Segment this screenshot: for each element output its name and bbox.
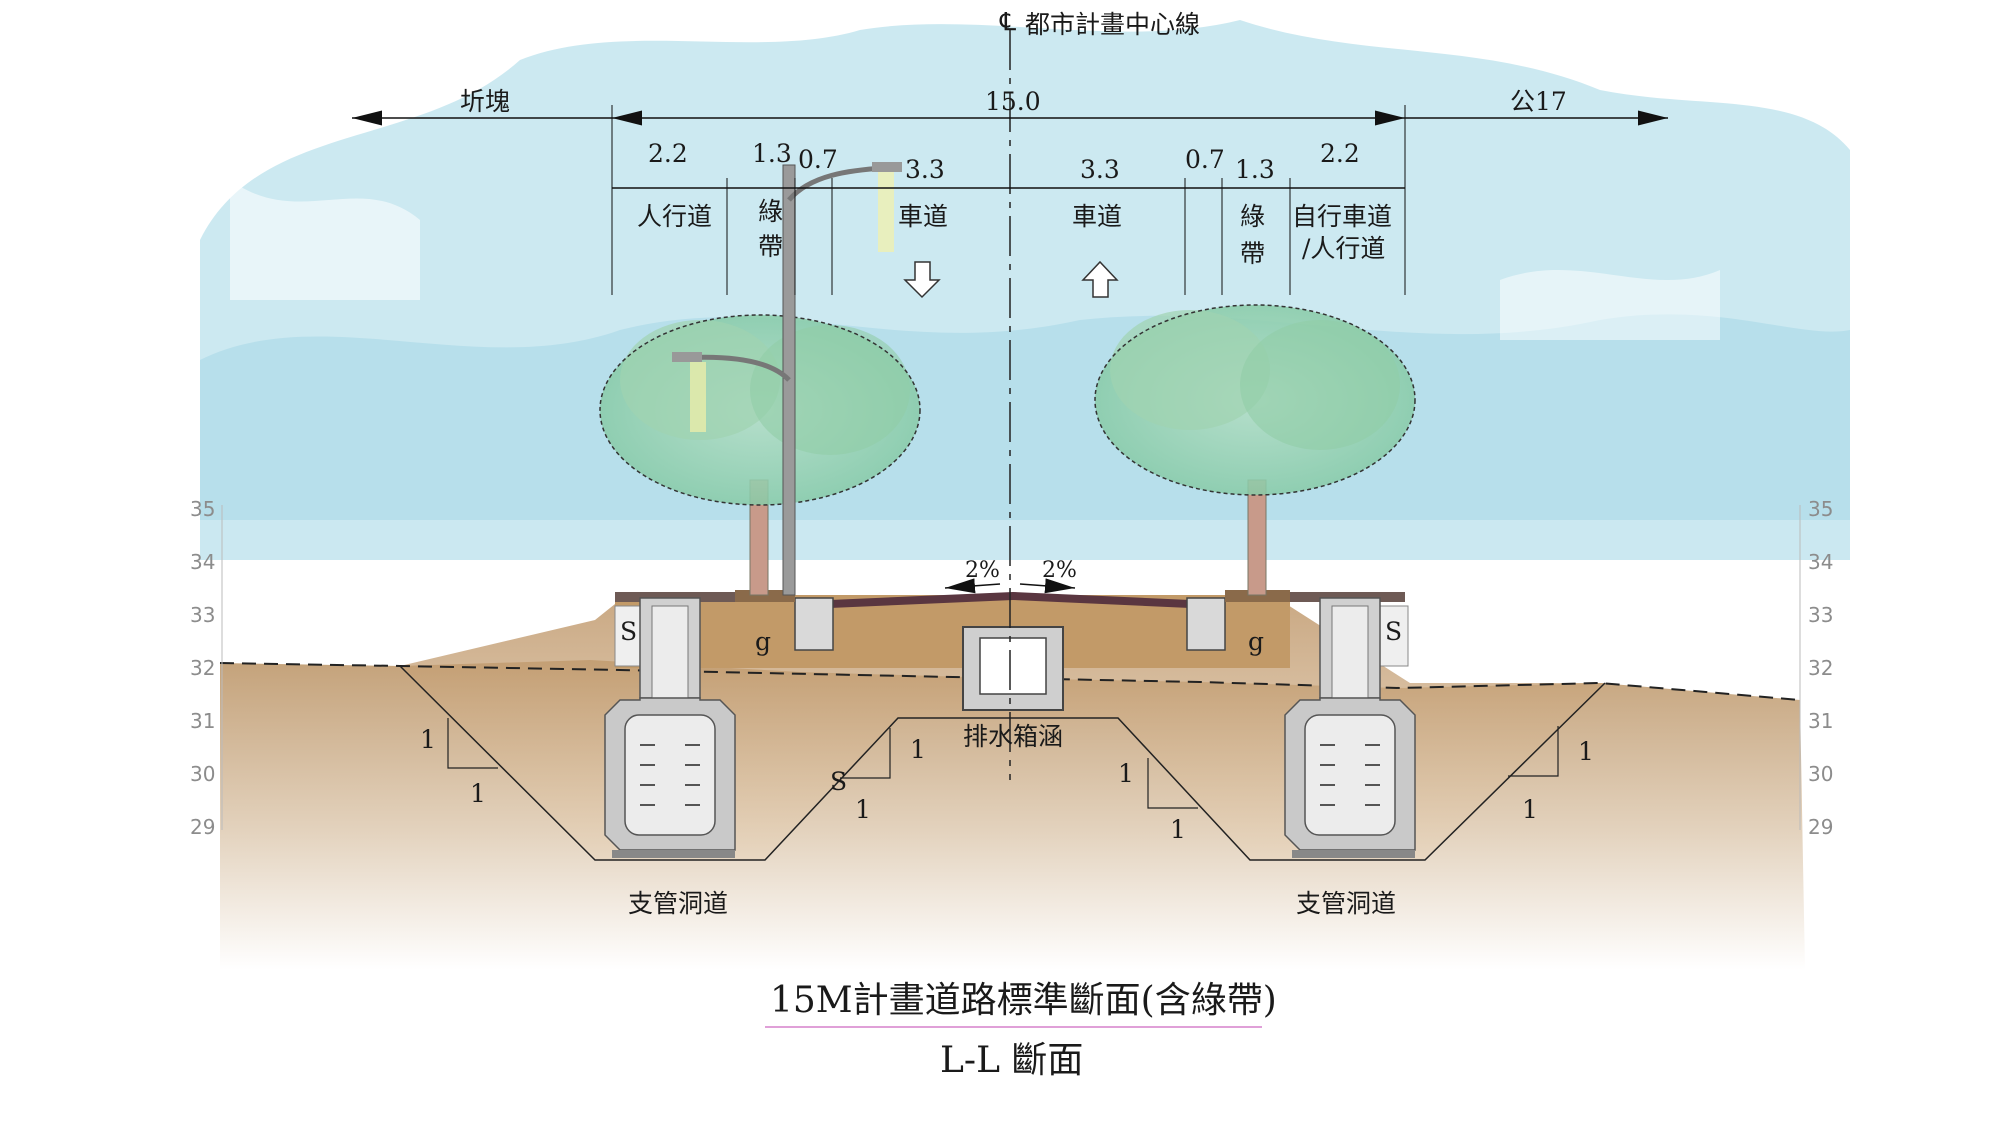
utility-tunnel-right	[1284, 597, 1416, 858]
slope-ratio-run-2: 1	[855, 795, 871, 824]
green-mark-right: g	[1248, 627, 1264, 656]
box-culvert-label: 排水箱涵	[963, 722, 1063, 751]
segment-8-label-line2: /人行道	[1302, 234, 1385, 263]
centerline-label: 都市計畫中心線	[1025, 10, 1200, 39]
elev-left-30: 30	[190, 762, 215, 786]
slope-left: 2%	[965, 558, 1000, 583]
left-gutter	[794, 597, 834, 651]
slope-ratio-run-4: 1	[1522, 795, 1538, 824]
slope-ratio-rise-4: 1	[1578, 737, 1594, 766]
segment-8-value: 2.2	[1320, 139, 1360, 168]
segment-2-label-line1: 綠	[758, 197, 783, 226]
elev-left-35: 35	[190, 497, 215, 521]
street-lamp	[672, 162, 902, 596]
drawing-subtitle: L-L 斷面	[940, 1040, 1083, 1081]
segment-dimensions: 2.2 1.3 0.7 3.3 3.3 0.7 1.3 2.2 人行道 綠 帶 …	[612, 139, 1405, 295]
slope-ratio-markers: 1 1 1 1 1 1 1 1	[420, 718, 1594, 844]
slope-ratio-run-3: 1	[1170, 815, 1186, 844]
left-sidewalk-slab	[615, 592, 735, 602]
centerline-symbol: ℄	[999, 7, 1016, 36]
slope-ratio-rise-1: 1	[420, 725, 436, 754]
elev-left-32: 32	[190, 656, 215, 680]
segment-7-label-line2: 帶	[1240, 239, 1265, 268]
slope-marker: S	[830, 767, 847, 796]
segment-7-value: 1.3	[1235, 155, 1275, 184]
slope-ratio-rise-2: 1	[910, 735, 926, 764]
utility-tunnel-left	[604, 597, 736, 858]
total-width: 15.0	[985, 87, 1041, 116]
segment-2-label-line2: 帶	[758, 232, 783, 261]
segment-1-value: 2.2	[648, 139, 688, 168]
lane-arrows	[903, 260, 1119, 299]
elev-right-30: 30	[1808, 762, 1833, 786]
right-green-soil	[1225, 590, 1290, 602]
right-gutter	[1186, 597, 1226, 651]
elev-left-33: 33	[190, 603, 215, 627]
slope-right: 2%	[1042, 558, 1077, 583]
elev-left-31: 31	[190, 709, 215, 733]
elev-left-34: 34	[190, 550, 215, 574]
elev-right-35: 35	[1808, 497, 1833, 521]
sidewalk-mark-left: S	[620, 617, 637, 646]
cross-slope-markers: 2% 2%	[944, 558, 1077, 594]
elev-right-33: 33	[1808, 603, 1833, 627]
right-outer-label: 公17	[1510, 87, 1567, 116]
utility-tunnel-left-label: 支管洞道	[628, 889, 728, 918]
elevation-scale-left: 35 34 33 32 31 30 29	[190, 497, 223, 839]
segment-5-value: 3.3	[1080, 155, 1120, 184]
segment-2-value: 1.3	[752, 139, 792, 168]
tree-right	[1094, 304, 1416, 596]
segment-6-value: 0.7	[1185, 145, 1225, 174]
sidewalk-mark-right: S	[1385, 617, 1402, 646]
utility-tunnel-right-label: 支管洞道	[1296, 889, 1396, 918]
up-arrow-icon	[1081, 260, 1119, 298]
slope-ratio-rise-3: 1	[1118, 759, 1134, 788]
segment-1-label: 人行道	[637, 202, 712, 231]
drawing-title: 15M計畫道路標準斷面(含綠帶)	[770, 980, 1277, 1021]
segment-8-label-line1: 自行車道	[1292, 202, 1392, 231]
right-sidewalk-slab	[1290, 592, 1405, 602]
elev-right-31: 31	[1808, 709, 1833, 733]
elev-left-29: 29	[190, 815, 215, 839]
segment-3-value: 0.7	[798, 145, 838, 174]
green-mark-left: g	[755, 627, 771, 656]
overall-dimension: 圻塊 15.0 公17	[352, 87, 1668, 295]
elev-right-29: 29	[1808, 815, 1833, 839]
segment-4-label: 車道	[898, 202, 948, 231]
down-arrow-icon	[903, 261, 941, 299]
slope-ratio-run-1: 1	[470, 779, 486, 808]
elevation-scale-right: 35 34 33 32 31 30 29	[1799, 497, 1833, 839]
segment-5-label: 車道	[1072, 202, 1122, 231]
left-outer-label: 圻塊	[460, 87, 510, 116]
elev-right-34: 34	[1808, 550, 1833, 574]
segment-4-value: 3.3	[905, 155, 945, 184]
elev-right-32: 32	[1808, 656, 1833, 680]
segment-7-label-line1: 綠	[1240, 202, 1265, 231]
